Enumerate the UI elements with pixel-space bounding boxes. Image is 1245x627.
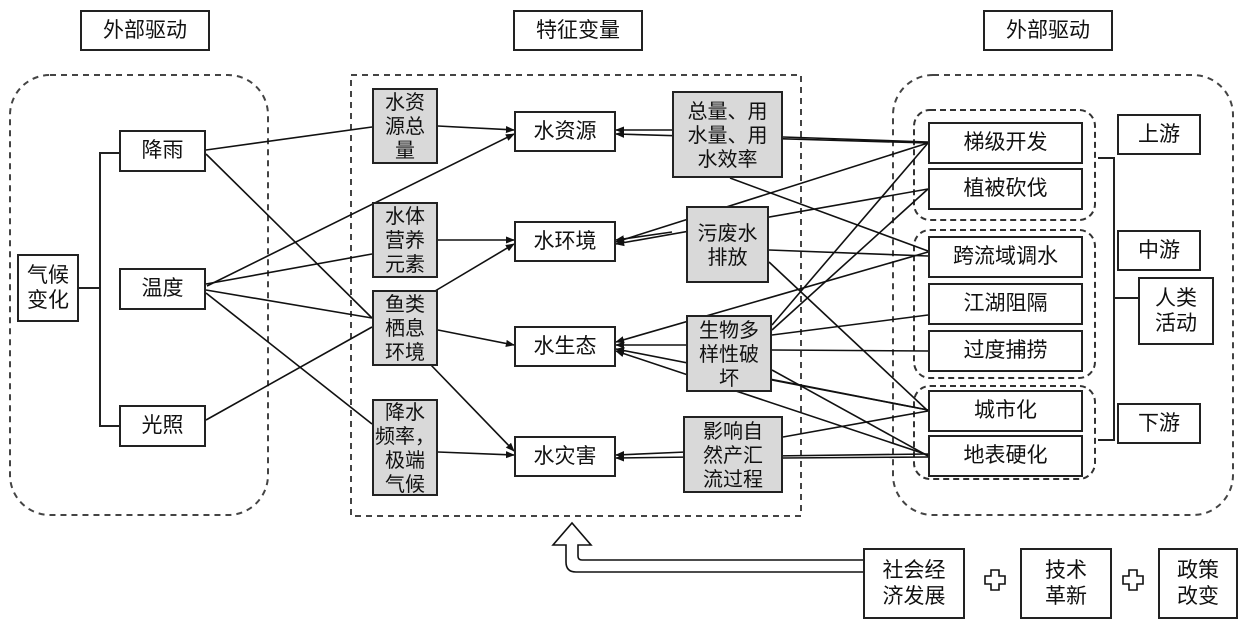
activity-cascade-development: 梯级开发 <box>928 122 1083 164</box>
mediator-runoff-process: 影响自 然产汇 流过程 <box>683 416 783 493</box>
activity-inter-basin-transfer: 跨流域调水 <box>928 236 1083 278</box>
mediator-water-resource-total: 水资 源总 量 <box>372 88 438 164</box>
reach-upstream: 上游 <box>1117 114 1201 155</box>
header-left-external-drivers: 外部驱动 <box>80 10 210 51</box>
mediator-biodiversity-damage: 生物多 样性破 坏 <box>686 315 772 392</box>
mediator-precipitation-extremes: 降水 频率， 极端 气候 <box>372 399 438 496</box>
mediator-water-use-efficiency: 总量、用 水量、用 水效率 <box>672 91 783 178</box>
header-feature-variables: 特征变量 <box>513 10 643 51</box>
downstream-group-frame <box>913 385 1096 480</box>
arrow-connectors <box>206 125 929 462</box>
human-activity-node: 人类 活动 <box>1138 277 1214 345</box>
plus-icon <box>984 569 1006 591</box>
target-water-disasters: 水灾害 <box>514 436 616 477</box>
target-water-resources: 水资源 <box>514 111 616 152</box>
climate-group-frame <box>9 74 269 516</box>
activity-overfishing: 过度捕捞 <box>928 330 1083 372</box>
factor-rain-node: 降雨 <box>119 130 206 172</box>
feature-group-frame <box>350 74 802 517</box>
factor-temperature-node: 温度 <box>119 268 206 310</box>
factor-sunlight-node: 光照 <box>119 405 206 447</box>
human-group-frame <box>892 74 1234 516</box>
plus-icon <box>1122 569 1144 591</box>
mediator-nutrient-elements: 水体 营养 元素 <box>372 202 438 278</box>
driver-technology-innovation: 技术 革新 <box>1020 548 1112 619</box>
mediator-wastewater-discharge: 污废水 排放 <box>686 206 769 283</box>
activity-river-lake-separation: 江湖阻隔 <box>928 283 1083 325</box>
activity-deforestation: 植被砍伐 <box>928 168 1083 210</box>
midstream-group-frame <box>913 229 1096 379</box>
mediator-fish-habitat: 鱼类 栖息 环境 <box>372 290 438 366</box>
climate-change-node: 气候 变化 <box>17 254 79 322</box>
climate-bracket <box>78 152 119 427</box>
upstream-group-frame <box>913 109 1096 221</box>
driver-policy-change: 政策 改变 <box>1158 548 1238 619</box>
target-water-environment: 水环境 <box>514 221 616 262</box>
human-bracket <box>1098 157 1138 441</box>
activity-urbanization: 城市化 <box>928 390 1083 432</box>
reach-downstream: 下游 <box>1117 403 1201 444</box>
feedback-arrow <box>551 521 863 573</box>
driver-socioeconomic-development: 社会经 济发展 <box>863 548 965 619</box>
target-water-ecology: 水生态 <box>514 326 616 367</box>
reach-midstream: 中游 <box>1117 230 1201 271</box>
activity-surface-hardening: 地表硬化 <box>928 435 1083 477</box>
header-right-external-drivers: 外部驱动 <box>983 10 1113 51</box>
